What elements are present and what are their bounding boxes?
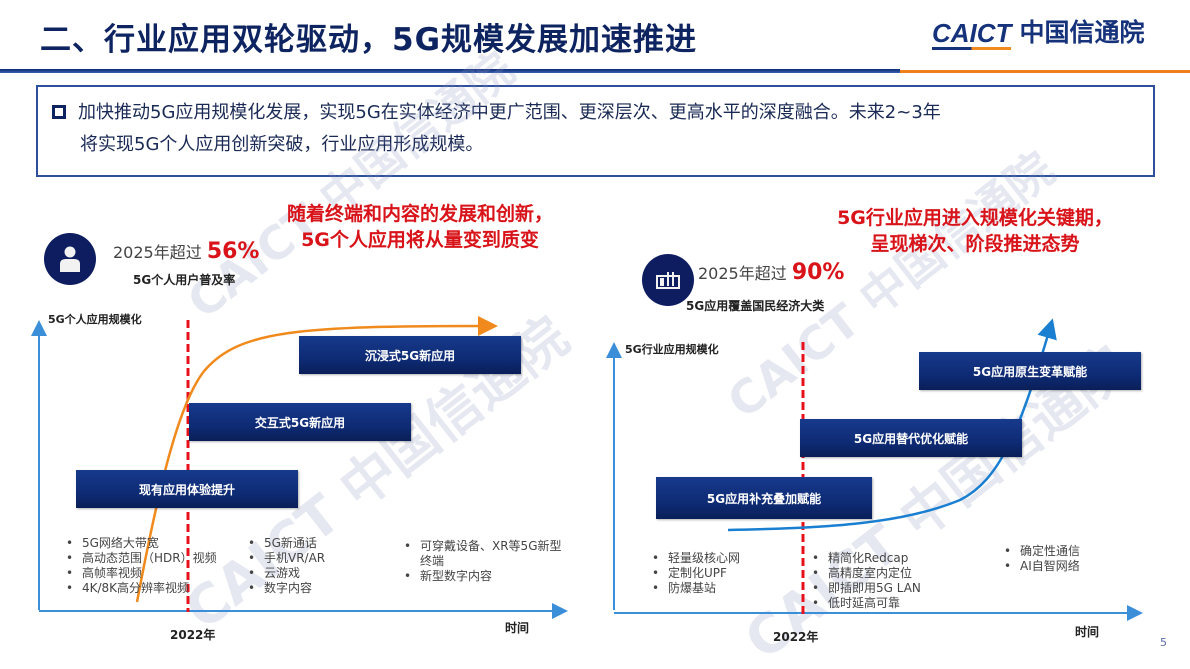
list-item: 5G新通话 bbox=[246, 536, 325, 551]
right-list-1: 轻量级核心网 定制化UPF 防爆基站 bbox=[650, 551, 740, 596]
right-headline: 5G行业应用进入规模化关键期， 呈现梯次、阶段推进态势 bbox=[837, 207, 1113, 255]
left-list-1: 5G网络大带宽 高动态范围（HDR）视频 高帧率视频 4K/8K高分辨率视频 bbox=[64, 536, 217, 596]
person-icon bbox=[44, 233, 96, 285]
intro-box: 加快推动5G应用规模化发展，实现5G在实体经济中更广范围、更深层次、更高水平的深… bbox=[36, 85, 1155, 177]
caict-logo: CAICT 中国信通院 bbox=[932, 18, 1145, 50]
left-stage-3: 沉浸式5G新应用 bbox=[299, 336, 521, 374]
left-headline: 随着终端和内容的发展和创新， 5G个人应用将从量变到质变 bbox=[286, 203, 553, 251]
list-item: 定制化UPF bbox=[650, 566, 740, 581]
list-item: 5G网络大带宽 bbox=[64, 536, 217, 551]
list-item: 高动态范围（HDR）视频 bbox=[64, 551, 217, 566]
list-item: 可穿戴设备、XR等5G新型终端 bbox=[402, 539, 562, 569]
list-item: 即插即用5G LAN bbox=[810, 581, 921, 596]
right-stage-1: 5G应用补充叠加赋能 bbox=[656, 477, 872, 519]
list-item: 手机VR/AR bbox=[246, 551, 325, 566]
left-x-axis-label: 时间 bbox=[505, 621, 530, 635]
left-stat: 2025年超过 56% bbox=[113, 239, 260, 264]
page-number: 5 bbox=[1160, 636, 1167, 649]
left-stat-caption: 5G个人用户普及率 bbox=[133, 273, 236, 287]
list-item: 低时延高可靠 bbox=[810, 596, 921, 611]
right-stage-3: 5G应用原生变革赋能 bbox=[919, 352, 1141, 390]
right-y-axis-label: 5G行业应用规模化 bbox=[625, 343, 719, 356]
right-stat: 2025年超过 90% bbox=[698, 260, 845, 285]
list-item: 数字内容 bbox=[246, 581, 325, 596]
logo-en: CAICT bbox=[932, 18, 1012, 50]
right-growth-curve bbox=[727, 318, 1057, 532]
page-title: 二、行业应用双轮驱动，5G规模发展加速推进 bbox=[40, 22, 698, 58]
list-item: 确定性通信 bbox=[1002, 544, 1080, 559]
left-stage-2: 交互式5G新应用 bbox=[189, 403, 411, 441]
intro-line-1: 加快推动5G应用规模化发展，实现5G在实体经济中更广范围、更深层次、更高水平的深… bbox=[52, 97, 1139, 129]
list-item: 轻量级核心网 bbox=[650, 551, 740, 566]
left-list-3: 可穿戴设备、XR等5G新型终端 新型数字内容 bbox=[402, 539, 562, 584]
left-year-label: 2022年 bbox=[170, 628, 216, 642]
right-year-label: 2022年 bbox=[773, 630, 819, 644]
factory-icon bbox=[642, 254, 694, 306]
right-stage-2: 5G应用替代优化赋能 bbox=[800, 419, 1022, 457]
list-item: 防爆基站 bbox=[650, 581, 740, 596]
list-item: 精简化Redcap bbox=[810, 551, 921, 566]
list-item: AI自智网络 bbox=[1002, 559, 1080, 574]
list-item: 4K/8K高分辨率视频 bbox=[64, 581, 217, 596]
left-stage-1: 现有应用体验提升 bbox=[76, 470, 298, 508]
right-list-3: 确定性通信 AI自智网络 bbox=[1002, 544, 1080, 574]
left-y-axis-label: 5G个人应用规模化 bbox=[48, 313, 142, 326]
right-list-2: 精简化Redcap 高精度室内定位 即插即用5G LAN 低时延高可靠 bbox=[810, 551, 921, 611]
right-stat-caption: 5G应用覆盖国民经济大类 bbox=[686, 299, 825, 313]
square-bullet-icon bbox=[52, 105, 66, 119]
list-item: 高精度室内定位 bbox=[810, 566, 921, 581]
logo-cn: 中国信通院 bbox=[1019, 18, 1145, 47]
list-item: 高帧率视频 bbox=[64, 566, 217, 581]
right-stat-value: 90% bbox=[791, 260, 845, 285]
left-list-2: 5G新通话 手机VR/AR 云游戏 数字内容 bbox=[246, 536, 325, 596]
left-stat-value: 56% bbox=[206, 239, 260, 264]
right-x-axis-label: 时间 bbox=[1075, 625, 1100, 639]
header-divider-blue bbox=[0, 69, 900, 73]
header-divider-orange bbox=[900, 70, 1190, 73]
list-item: 云游戏 bbox=[246, 566, 325, 581]
list-item: 新型数字内容 bbox=[402, 569, 562, 584]
intro-line-2: 将实现5G个人应用创新突破，行业应用形成规模。 bbox=[80, 134, 484, 155]
